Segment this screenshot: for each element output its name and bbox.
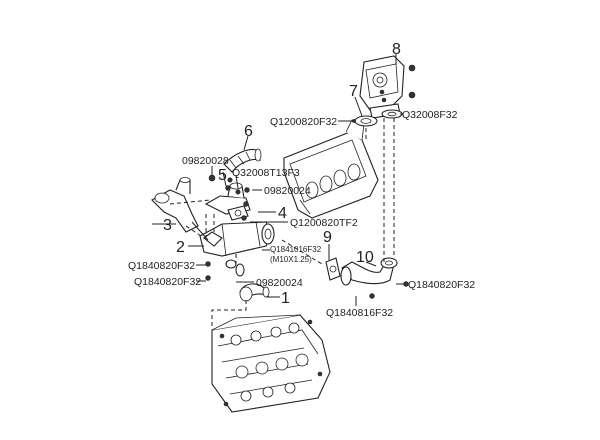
cylinder-head (211, 314, 331, 413)
label-part-10: 10 (356, 249, 374, 266)
code-09820024-bottom: 09820024 (256, 277, 303, 289)
label-part-9: 9 (323, 229, 332, 246)
label-part-5: 5 (218, 167, 227, 184)
label-part-7: 7 (349, 83, 358, 100)
pipe-10 (340, 257, 398, 286)
gasket-right (381, 109, 403, 119)
code-09820028: 09820028 (182, 155, 229, 167)
code-q1841016f32: Q1841016F32 (270, 245, 322, 254)
intake-manifold (283, 119, 379, 219)
gasket-9 (325, 257, 341, 281)
code-q1840816f32: Q1840816F32 (326, 307, 393, 319)
code-q1840820f32-right: Q1840820F32 (408, 279, 475, 291)
code-m10x1-25: (M10X1.25) (270, 255, 312, 264)
label-part-1: 1 (281, 290, 290, 307)
pipe-1 (225, 259, 270, 302)
cooler-2 (199, 221, 275, 257)
code-q32008f32: Q32008F32 (402, 109, 458, 121)
elbow-3 (151, 177, 199, 233)
label-part-6: 6 (244, 123, 253, 140)
gasket-7 (352, 115, 378, 127)
part-number-labels: 8 7 6 5 4 3 2 1 9 10 (163, 41, 401, 307)
label-part-3: 3 (163, 217, 172, 234)
code-q1200820f32: Q1200820F32 (270, 116, 337, 128)
code-q1200820tf2: Q1200820TF2 (290, 217, 358, 229)
label-part-8: 8 (392, 41, 401, 58)
code-09820024-top: 09820024 (264, 185, 311, 197)
code-q1840820f32-a: Q1840820F32 (128, 260, 195, 272)
code-q1840820f32-b: Q1840820F32 (134, 276, 201, 288)
hose-6 (223, 148, 262, 173)
part-code-labels: 09820028 Q32008T13F3 09820024 Q1200820TF… (128, 109, 475, 319)
code-q32008t13f3: Q32008T13F3 (232, 167, 300, 179)
label-part-4: 4 (278, 205, 287, 222)
label-part-2: 2 (176, 239, 185, 256)
fasteners (205, 89, 409, 299)
leader-lines (152, 54, 404, 326)
